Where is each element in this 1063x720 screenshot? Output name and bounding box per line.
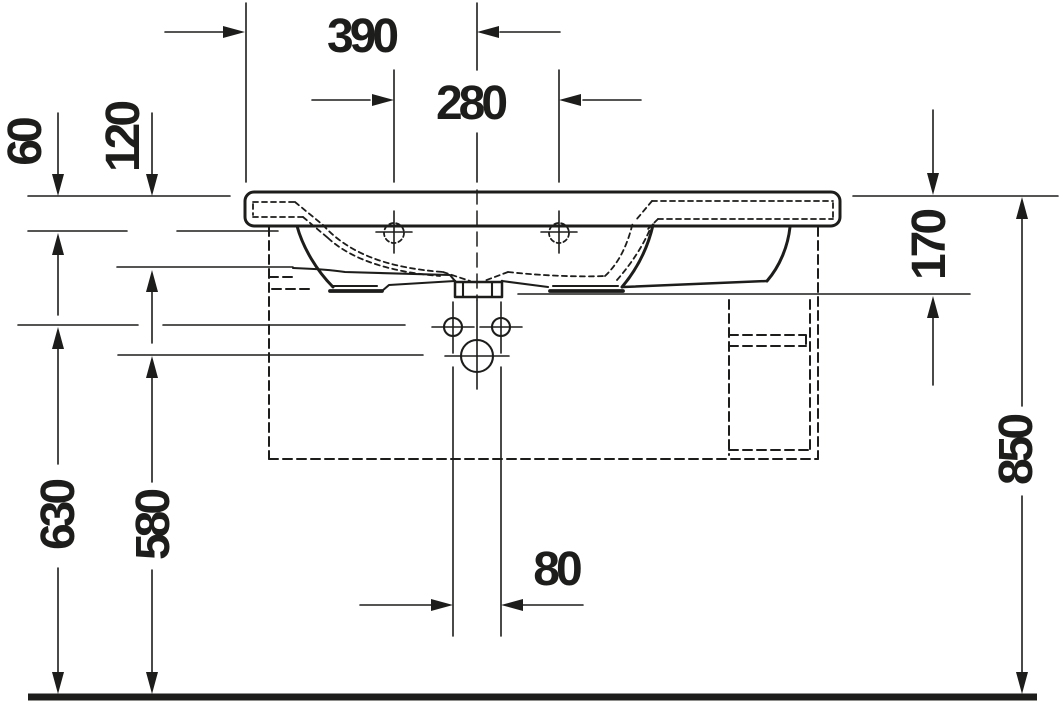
tap-hole-markers	[375, 210, 578, 254]
dimension-60: 60	[0, 112, 64, 316]
deck-right-hidden	[651, 200, 834, 220]
dimension-280: 280	[311, 77, 642, 130]
dim-label-630: 630	[32, 480, 85, 550]
bowl-curve-hidden-1	[322, 224, 444, 273]
arrowhead-left-icon	[477, 26, 499, 38]
bowl-curve-hidden-3	[507, 271, 606, 278]
basin-outline	[243, 190, 842, 299]
dim-label-60: 60	[0, 118, 52, 166]
bowl-left-wall	[295, 224, 335, 289]
bowl-bottom-left	[331, 279, 457, 293]
arrowhead-right-icon	[372, 94, 394, 106]
dim-label-80: 80	[533, 543, 581, 596]
arrowhead-up-icon	[1016, 197, 1028, 219]
drain-funnel-hidden	[442, 271, 509, 282]
deck-right-slope-hidden	[635, 200, 659, 230]
bowl-right-hidden-1	[604, 221, 634, 277]
deck-left-hidden	[252, 201, 304, 218]
bowl-bottom-right	[500, 279, 620, 289]
dimension-170: 170	[903, 109, 956, 386]
siphon-cutout-hidden	[728, 299, 811, 456]
body-bottom-right	[621, 279, 769, 289]
fixing-holes	[431, 316, 523, 338]
dimension-120: 120	[97, 102, 158, 344]
dim-label-390: 390	[327, 10, 397, 63]
basin-rim	[243, 190, 842, 228]
arrowhead-right-icon	[223, 26, 245, 38]
deck-left-slope-hidden	[294, 201, 329, 239]
bowl-curve-hidden-2	[327, 237, 441, 277]
arrowhead-down-icon	[52, 672, 64, 694]
arrowhead-up-icon	[52, 233, 64, 255]
arrowhead-down-icon	[927, 173, 939, 195]
reference-lines	[17, 2, 1059, 637]
dim-label-580: 580	[127, 490, 180, 560]
siphon-flange-hidden	[728, 334, 807, 347]
drain-outlet	[444, 338, 510, 374]
basin-hidden-lines	[252, 200, 834, 282]
bracket-step-hidden	[268, 276, 313, 290]
dim-label-170: 170	[903, 210, 956, 280]
arrowhead-right-icon	[431, 599, 453, 611]
dimension-390: 390	[164, 10, 561, 63]
dim-label-850: 850	[990, 415, 1043, 485]
arrowhead-down-icon	[52, 174, 64, 196]
bowl-right-inner-wall	[620, 223, 655, 289]
dimension-630: 630	[32, 327, 85, 694]
dim-label-280: 280	[436, 77, 506, 130]
arrowhead-down-icon	[146, 174, 158, 196]
arrowhead-left-icon	[559, 94, 581, 106]
arrowhead-up-icon	[146, 270, 158, 292]
arrowhead-down-icon	[146, 672, 158, 694]
bowl-inner-bottom	[291, 266, 457, 283]
drain-fitting-inner	[461, 281, 494, 299]
arrowhead-up-icon	[927, 296, 939, 318]
body-right-wall	[765, 225, 792, 283]
dimension-580: 580	[127, 356, 180, 694]
arrowhead-up-icon	[52, 327, 64, 349]
dimension-850: 850	[990, 197, 1043, 694]
arrowhead-down-icon	[1016, 672, 1028, 694]
bowl-right-hidden-2	[616, 228, 651, 281]
dim-label-120: 120	[97, 102, 150, 172]
tap-hole-left-crosshair	[375, 210, 413, 254]
tap-hole-right-crosshair	[540, 210, 578, 254]
arrowhead-up-icon	[146, 356, 158, 378]
arrowhead-left-icon	[501, 599, 523, 611]
hidden-installation-outline	[268, 226, 819, 460]
dimension-80: 80	[359, 543, 585, 611]
